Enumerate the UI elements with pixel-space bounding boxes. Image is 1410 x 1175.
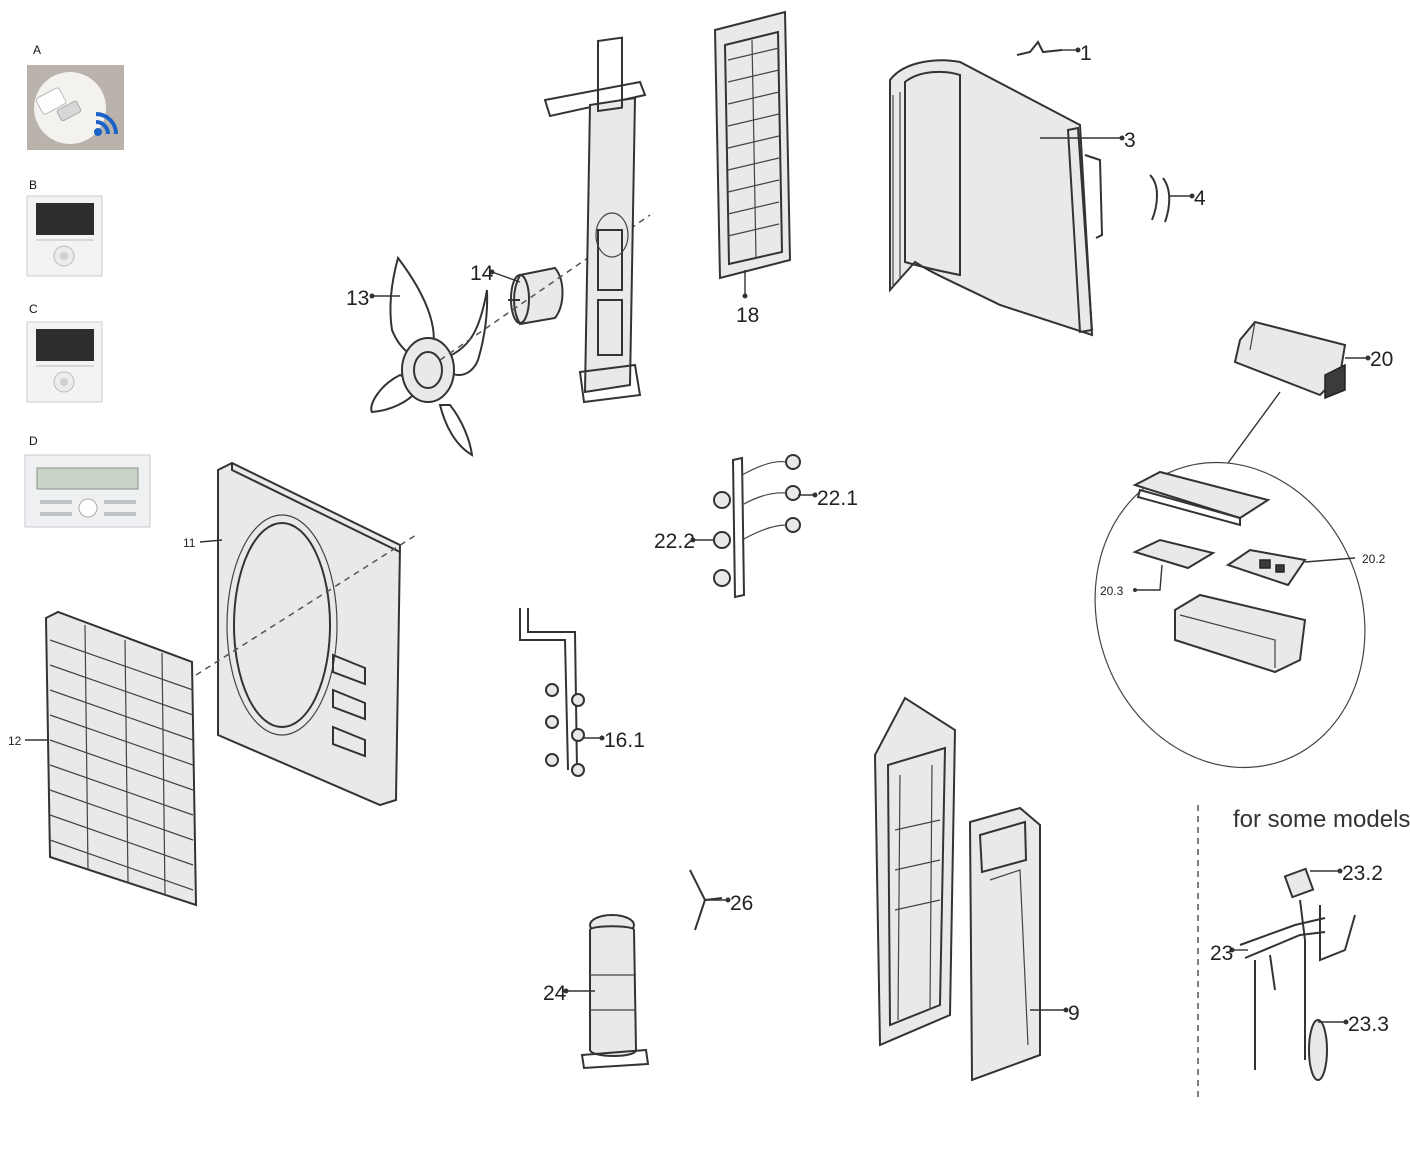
- callout-22-1: 22.1: [817, 487, 858, 510]
- leader-dot-13: [369, 293, 375, 299]
- callout-20-2: 20.2: [1362, 552, 1386, 566]
- partition-board: [713, 10, 792, 280]
- callout-3: 3: [1124, 129, 1136, 152]
- accessory-a: A: [27, 43, 124, 150]
- optional-parts-note: for some models: [1233, 806, 1410, 833]
- detail-ellipse: [1094, 461, 1366, 769]
- callout-13: 13: [346, 287, 369, 310]
- side-panel-frame: [873, 696, 957, 1047]
- grille-mesh: [49, 624, 194, 896]
- callout-20: 20: [1370, 348, 1393, 371]
- leader-dot-1: [1075, 47, 1081, 53]
- callout-24: 24: [543, 982, 567, 1005]
- leader-dot-4: [1189, 193, 1195, 199]
- leader-dot-23-3: [1343, 1019, 1349, 1025]
- wired-controller-icon: [26, 321, 103, 403]
- callout-14: 14: [470, 262, 494, 285]
- wifi-dongle-icon: [27, 65, 124, 150]
- accessory-d: D: [24, 434, 151, 528]
- detail-leader-line: [1227, 391, 1281, 464]
- valve-assembly: [713, 454, 801, 599]
- leader-dot-23-2: [1337, 868, 1343, 874]
- pipe-valve-assembly: [519, 608, 585, 777]
- leader-dot-22-1: [812, 492, 818, 498]
- accessory-a-letter: A: [33, 43, 41, 57]
- leader-dot-22-2: [690, 537, 696, 543]
- leader-dot-26: [725, 897, 731, 903]
- leader-20-2: [1304, 557, 1356, 563]
- callout-9: 9: [1068, 1002, 1080, 1025]
- leader-20-3: [1135, 564, 1163, 591]
- leader-dot-18: [742, 293, 748, 299]
- sensor-wire-clips: [1149, 174, 1171, 223]
- condenser-coil: [889, 59, 1104, 337]
- leader-dot-9: [1063, 1007, 1069, 1013]
- accessory-b: B: [26, 178, 103, 277]
- callout-23-2: 23.2: [1342, 862, 1383, 885]
- leader-dot-23: [1229, 947, 1235, 953]
- compressor: [580, 914, 650, 1070]
- callout-11: 11: [183, 536, 196, 550]
- temperature-sensor: [1016, 40, 1063, 56]
- four-way-valve-assembly: [1239, 867, 1356, 1081]
- callout-12: 12: [8, 734, 22, 748]
- leader-dot-20: [1365, 355, 1371, 361]
- side-handle-cover: [968, 806, 1041, 1082]
- accessory-d-letter: D: [29, 434, 38, 448]
- callout-23: 23: [1210, 942, 1233, 965]
- control-box-tray: [1174, 593, 1307, 674]
- lcd-controller-icon: [24, 454, 151, 528]
- callout-18: 18: [736, 304, 759, 327]
- pcb-board-small: [1132, 538, 1216, 570]
- accessory-c: C: [26, 302, 103, 403]
- leader-14: [491, 271, 521, 283]
- partition-slots: [727, 39, 780, 259]
- leader-11: [199, 539, 223, 543]
- fan-blade: [370, 255, 489, 457]
- leader-dot-20-3: [1133, 588, 1137, 592]
- fan-motor: [508, 266, 564, 326]
- callout-26: 26: [730, 892, 753, 915]
- callout-4: 4: [1194, 187, 1206, 210]
- leader-dot-16-1: [599, 735, 605, 741]
- electric-control-box: [1233, 320, 1347, 400]
- leader-dot-3: [1119, 135, 1125, 141]
- accessory-b-letter: B: [29, 178, 37, 192]
- leader-dot-14: [489, 269, 495, 275]
- accessory-c-letter: C: [29, 302, 38, 316]
- wired-controller-icon: [26, 195, 103, 277]
- callout-1: 1: [1080, 42, 1092, 65]
- callout-16-1: 16.1: [604, 729, 645, 752]
- leader-dot-24: [563, 988, 569, 994]
- callout-23-3: 23.3: [1348, 1013, 1389, 1036]
- protective-grille: [44, 610, 198, 907]
- callout-22-2: 22.2: [654, 530, 695, 553]
- callout-20-3: 20.3: [1100, 584, 1124, 598]
- control-box-cover: [1132, 470, 1271, 527]
- front-panel: [217, 461, 402, 807]
- motor-bracket: [543, 36, 647, 404]
- pcb-board-main: [1225, 548, 1307, 587]
